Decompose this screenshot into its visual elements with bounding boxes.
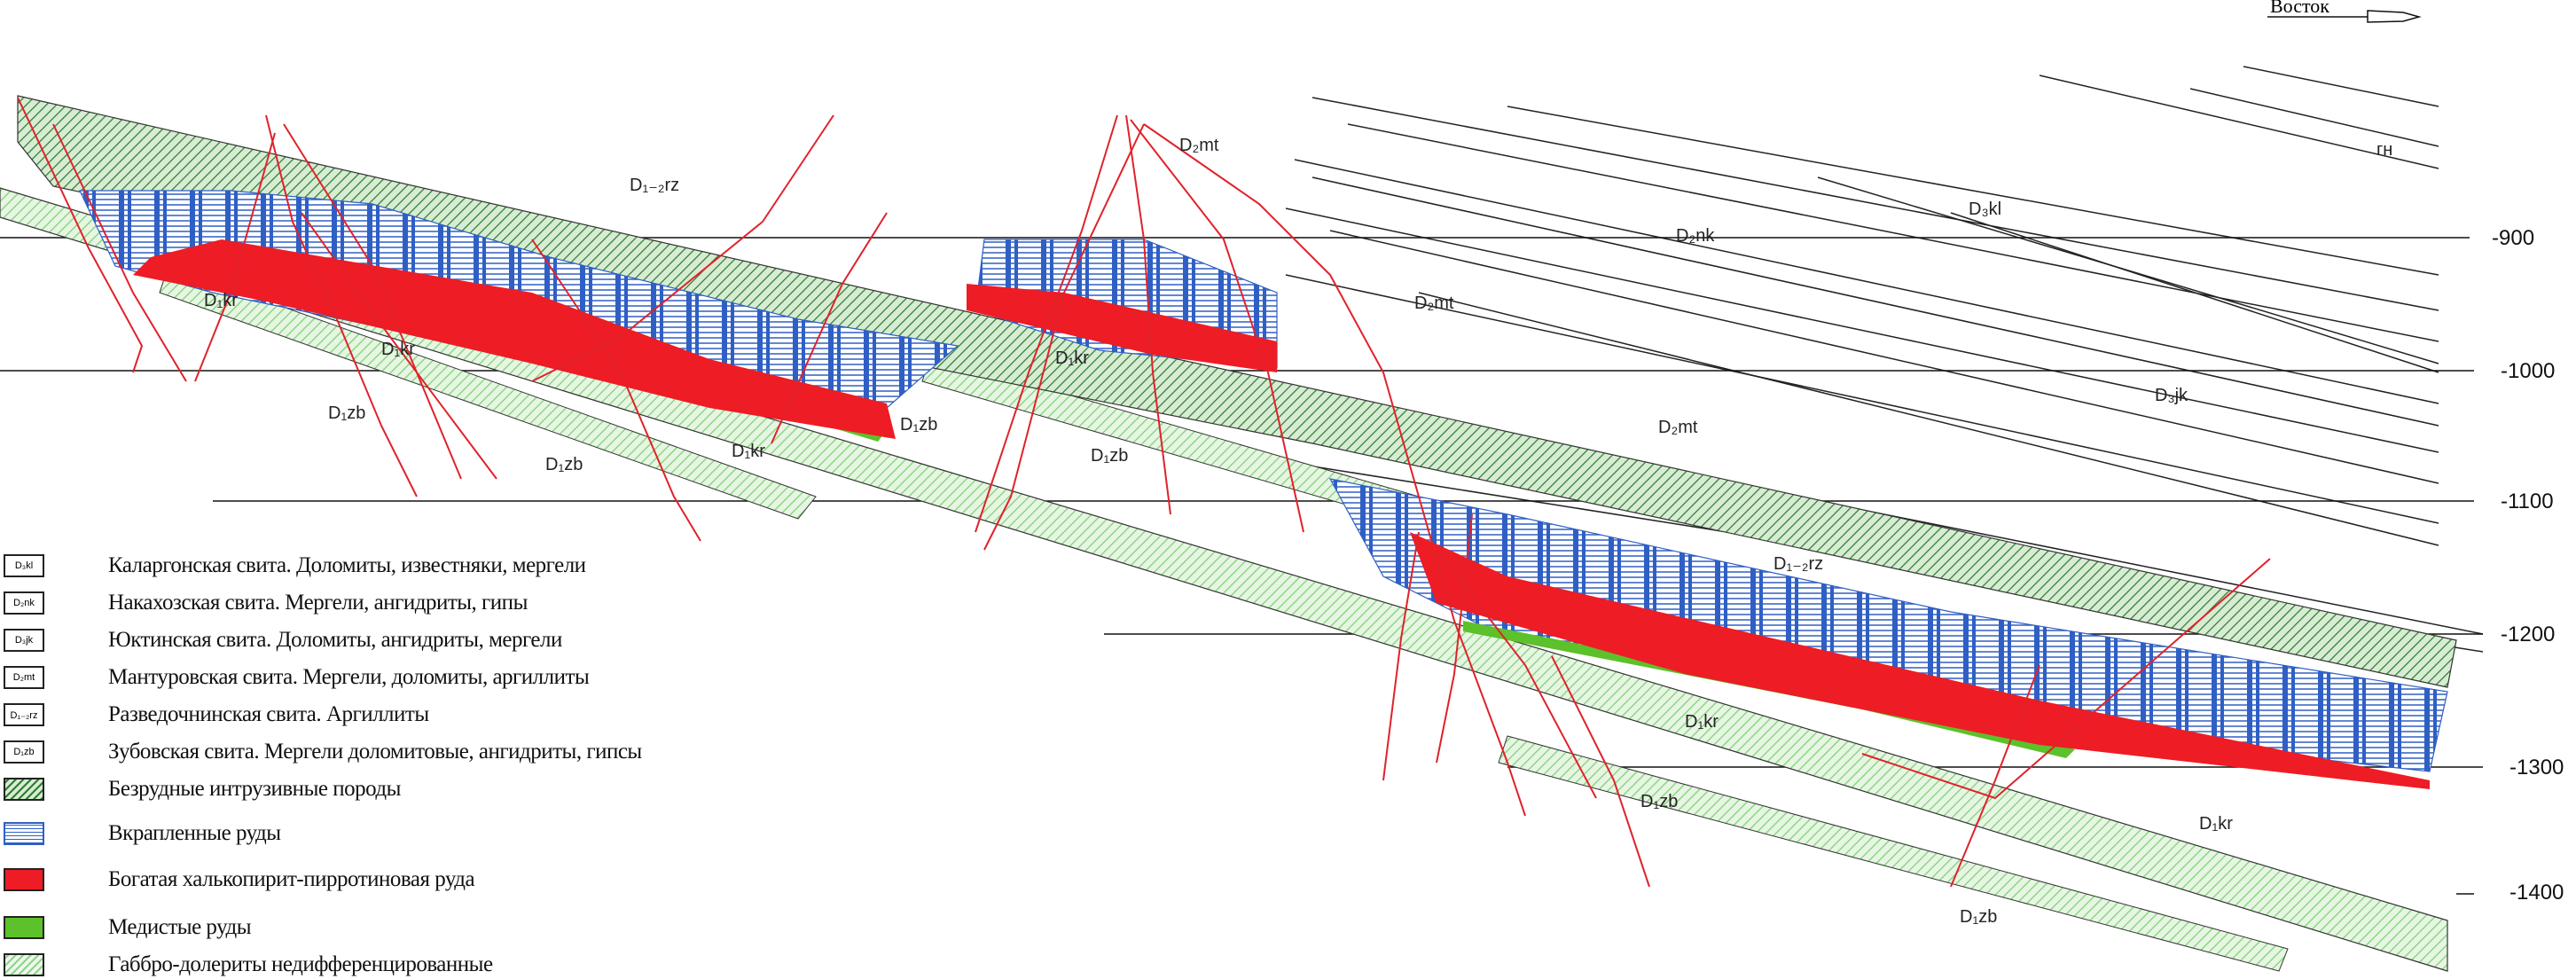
legend-item: D₁₋₂rz Разведочнинская свита. Аргиллиты <box>4 701 429 729</box>
legend-text: Каларгонская свита. Доломиты, известняки… <box>108 553 586 577</box>
legend-swatch: D₃kl <box>4 554 44 577</box>
legend-item: Вкрапленные руды <box>4 819 281 848</box>
direction-label: Восток <box>2270 0 2329 17</box>
strata-lines <box>1223 66 2484 653</box>
gabbro-band-middle <box>159 265 817 520</box>
legend-item: D₂mt Мантуровская свита. Мергели, доломит… <box>4 663 590 692</box>
legend-text: Габбро-долериты недифференцированные <box>108 952 493 976</box>
legend-swatch: D₂mt <box>4 666 44 689</box>
legend-item: D₃kl Каларгонская свита. Доломиты, извест… <box>4 552 586 580</box>
legend-text: Мантуровская свита. Мергели, доломиты, а… <box>108 665 590 689</box>
map-label: D₁kr <box>1685 712 1719 732</box>
map-label: D₁kr <box>2199 814 2233 834</box>
map-label: D₁kr <box>381 340 415 359</box>
map-label: D₁zb <box>1091 446 1128 466</box>
map-label: D₃jk <box>2155 386 2188 405</box>
direction-arrow-icon <box>2267 10 2422 23</box>
legend-item: Безрудные интрузивные породы <box>4 775 401 803</box>
legend-item: D₁zb Зубовская свита. Мергели доломитовые… <box>4 738 642 766</box>
legend-text: Юктинская свита. Доломиты, ангидриты, ме… <box>108 628 562 652</box>
map-label: D₁kr <box>732 442 765 461</box>
legend-text: Накахозская свита. Мергели, ангидриты, г… <box>108 591 528 615</box>
legend-text: Разведочнинская свита. Аргиллиты <box>108 702 429 726</box>
map-label: D₁zb <box>1640 792 1678 811</box>
legend-text: Зубовская свита. Мергели доломитовые, ан… <box>108 740 642 764</box>
level-label: -900 <box>2492 226 2534 250</box>
map-label: D₂nk <box>1676 226 1715 246</box>
intrusive-swatch <box>4 778 44 801</box>
legend-text: Вкрапленные руды <box>108 821 281 845</box>
level-label: -1300 <box>2509 756 2564 779</box>
map-label: D₁zb <box>900 415 937 435</box>
legend-text: Медистые руды <box>108 915 252 939</box>
level-label: -1200 <box>2501 623 2555 646</box>
legend-swatch: D₁₋₂rz <box>4 703 44 726</box>
fault-lines <box>17 97 2271 888</box>
map-label: D₃kl <box>1969 200 2001 219</box>
legend-swatch: D₃jk <box>4 629 44 652</box>
gabbro-band-middle-3 <box>1498 735 2289 972</box>
map-label: D₁zb <box>328 403 365 423</box>
map-label: гн <box>2376 140 2392 160</box>
disseminated-swatch <box>4 822 44 845</box>
legend-text: Богатая халькопирит-пирротиновая руда <box>108 867 475 891</box>
legend-item: D₂nk Накахозская свита. Мергели, ангидрит… <box>4 589 528 617</box>
level-label: -1000 <box>2501 359 2555 383</box>
map-label: D₁zb <box>1960 907 1997 927</box>
legend-text: Безрудные интрузивные породы <box>108 777 401 801</box>
depth-scale: -900 -1000 -1100 -1200 -1300 -1400 <box>2492 226 2564 905</box>
map-label: D₂mt <box>1179 136 1219 155</box>
legend-item: D₃jk Юктинская свита. Доломиты, ангидриты… <box>4 626 562 654</box>
copper-ore-swatch <box>4 916 44 939</box>
map-labels: D₃kl D₂nk D₃jk D₂mt D₂mt D₂mt D₁₋₂rz D₁₋… <box>204 136 2392 927</box>
level-label: -1100 <box>2501 490 2554 513</box>
map-label: D₁kr <box>1055 349 1089 368</box>
level-label: -1400 <box>2509 881 2564 905</box>
gabbro-band-lower <box>0 187 2448 972</box>
legend-item: Богатая халькопирит-пирротиновая руда <box>4 865 475 894</box>
map-label: D₁kr <box>204 291 238 310</box>
map-label: D₁zb <box>545 455 583 474</box>
map-label: D₁₋₂rz <box>1773 554 1823 574</box>
rich-ore-swatch <box>4 868 44 891</box>
legend-item: Медистые руды <box>4 913 252 942</box>
map-label: D₂mt <box>1414 294 1454 313</box>
gabbro-swatch <box>4 953 44 976</box>
intrusive-band <box>17 95 2457 688</box>
map-label: D₂mt <box>1658 418 1698 437</box>
legend-item: Габбро-долериты недифференцированные <box>4 951 493 979</box>
map-label: D₁₋₂rz <box>630 176 679 195</box>
legend-swatch: D₂nk <box>4 591 44 615</box>
legend-swatch: D₁zb <box>4 740 44 764</box>
